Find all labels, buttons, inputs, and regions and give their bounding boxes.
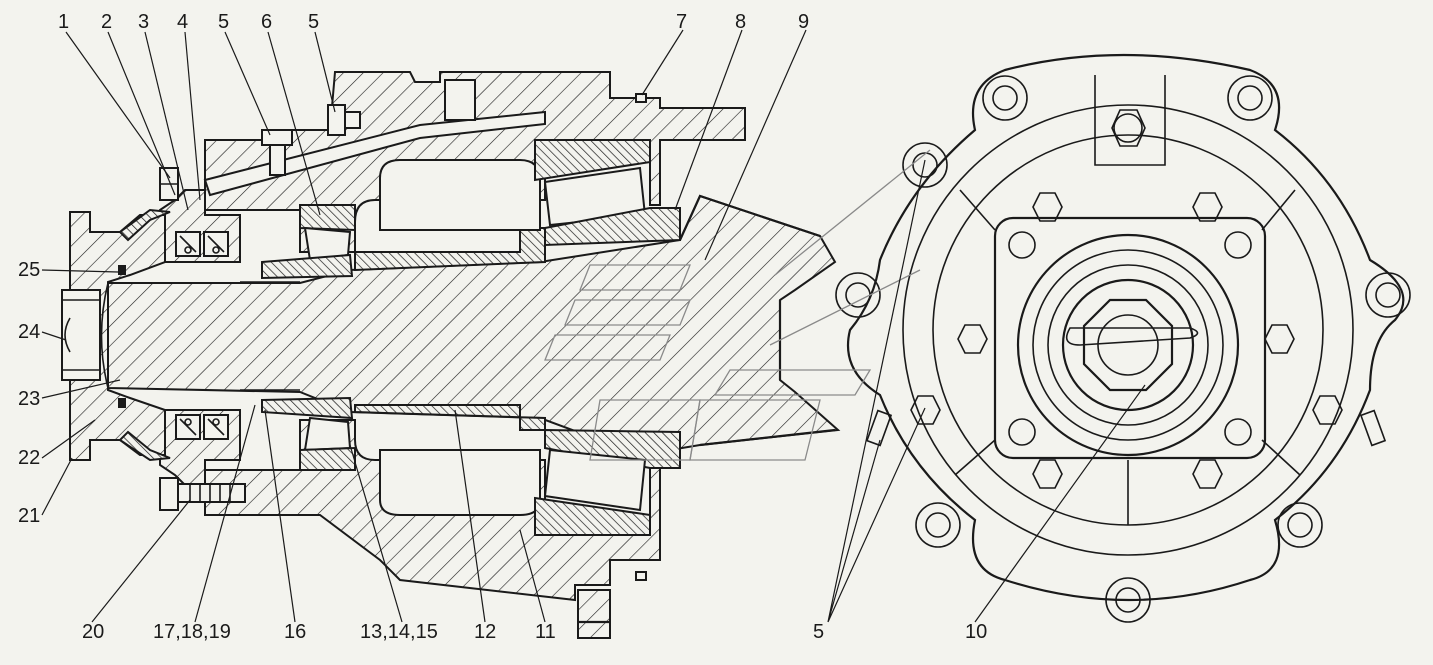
inner-bearing-cone-bottom bbox=[261, 396, 354, 420]
callout-7: 7 bbox=[676, 11, 687, 33]
callout-12: 12 bbox=[474, 621, 496, 643]
outer-bearing-cup-bottom bbox=[534, 496, 651, 536]
outer-bearing-cup-top bbox=[534, 139, 651, 182]
square-flange bbox=[993, 216, 1267, 460]
callout-5-top-left: 5 bbox=[218, 11, 229, 33]
callout-20: 20 bbox=[82, 621, 104, 643]
spacer-sleeve-upper bbox=[354, 227, 546, 272]
housing-foot bbox=[577, 589, 611, 639]
callout-9: 9 bbox=[798, 11, 809, 33]
oil-plug bbox=[444, 79, 476, 121]
section-view bbox=[61, 71, 841, 639]
flange-nut bbox=[61, 289, 101, 381]
plug-top bbox=[261, 129, 293, 146]
callout-23: 23 bbox=[18, 388, 40, 410]
leader-lines bbox=[41, 29, 1146, 623]
callout-2: 2 bbox=[101, 11, 112, 33]
callout-11: 11 bbox=[535, 621, 556, 643]
callout-6: 6 bbox=[261, 11, 272, 33]
cotter-pin bbox=[1065, 327, 1199, 346]
dust-deflector-bottom bbox=[118, 430, 171, 462]
housing-lower-cavity bbox=[379, 449, 541, 516]
cover-bolt-bottom-shank bbox=[177, 483, 246, 503]
callout-10: 10 bbox=[965, 621, 987, 643]
housing-upper-cavity bbox=[379, 159, 541, 231]
outer-bearing-cone-top bbox=[544, 207, 681, 247]
housing-bolt-top bbox=[327, 104, 346, 136]
flange-bolt-holes bbox=[835, 75, 1411, 623]
oil-passage bbox=[203, 110, 546, 197]
inner-bearing-cone-top bbox=[261, 253, 354, 280]
callout-5-bottom: 5 bbox=[813, 621, 824, 643]
end-view bbox=[835, 53, 1411, 623]
callout-24: 24 bbox=[18, 321, 40, 343]
callout-17-18-19: 17,18,19 bbox=[153, 621, 231, 643]
callout-3: 3 bbox=[138, 11, 149, 33]
callout-25: 25 bbox=[18, 259, 40, 281]
watermark bbox=[544, 149, 931, 461]
cover-bolt-bottom bbox=[159, 477, 179, 511]
end-view-outer-flange bbox=[846, 53, 1405, 602]
callout-5-top: 5 bbox=[308, 11, 319, 33]
hex-bolts bbox=[910, 109, 1343, 489]
callout-1: 1 bbox=[58, 11, 69, 33]
callout-labels: 1 2 3 4 5 6 5 7 8 9 25 24 23 22 21 20 17… bbox=[18, 11, 987, 643]
callout-8: 8 bbox=[735, 11, 746, 33]
o-ring-seal bbox=[118, 265, 126, 275]
callout-21: 21 bbox=[18, 505, 40, 527]
castle-nut bbox=[1082, 298, 1174, 392]
dust-deflector-top bbox=[118, 208, 171, 242]
inner-bearing-roller-bottom bbox=[303, 416, 352, 452]
top-tab bbox=[1094, 75, 1166, 166]
callout-22: 22 bbox=[18, 447, 40, 469]
outer-bearing-cone-bottom bbox=[544, 428, 681, 469]
outer-bearing-roller-bottom bbox=[543, 448, 647, 512]
seal-ring-outer bbox=[1016, 233, 1240, 457]
callout-16: 16 bbox=[284, 621, 306, 643]
inner-bearing-cup-bottom bbox=[299, 446, 356, 471]
o-ring-7 bbox=[635, 93, 647, 103]
callout-4: 4 bbox=[177, 11, 188, 33]
inner-bearing-cup-top bbox=[299, 204, 356, 232]
spacer-sleeve-lower bbox=[354, 404, 546, 431]
callout-13-14-15: 13,14,15 bbox=[360, 621, 438, 643]
